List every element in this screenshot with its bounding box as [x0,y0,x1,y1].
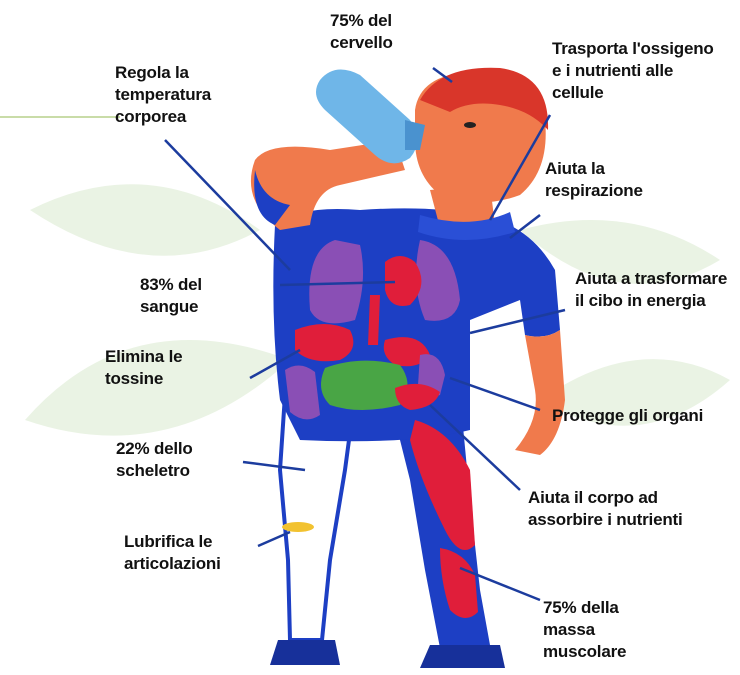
intestines [321,361,408,410]
label-toxins: Elimina le tossine [105,346,182,390]
eye [464,122,476,128]
lower-arm [515,330,565,455]
label-breathing: Aiuta la respirazione [545,158,643,202]
esophagus [368,295,380,345]
label-skeleton: 22% dello scheletro [116,438,193,482]
label-muscle-mass: 75% della massa muscolare [543,597,626,663]
left-kidney [285,365,320,419]
label-oxygen-transport: Trasporta l'ossigeno e i nutrienti alle … [552,38,714,104]
right-shoe [420,645,505,668]
label-temperature: Regola la temperatura corporea [115,62,211,128]
knee-joint [282,522,314,532]
left-shoe [270,640,340,665]
label-brain: 75% del cervello [330,10,393,54]
label-blood: 83% del sangue [140,274,202,318]
label-nutrient-absorption: Aiuta il corpo ad assorbire i nutrienti [528,487,683,531]
label-organ-protection: Protegge gli organi [552,405,703,427]
label-joint-lubrication: Lubrifica le articolazioni [124,531,221,575]
label-energy: Aiuta a trasformare il cibo in energia [575,268,727,312]
liver [295,324,353,361]
